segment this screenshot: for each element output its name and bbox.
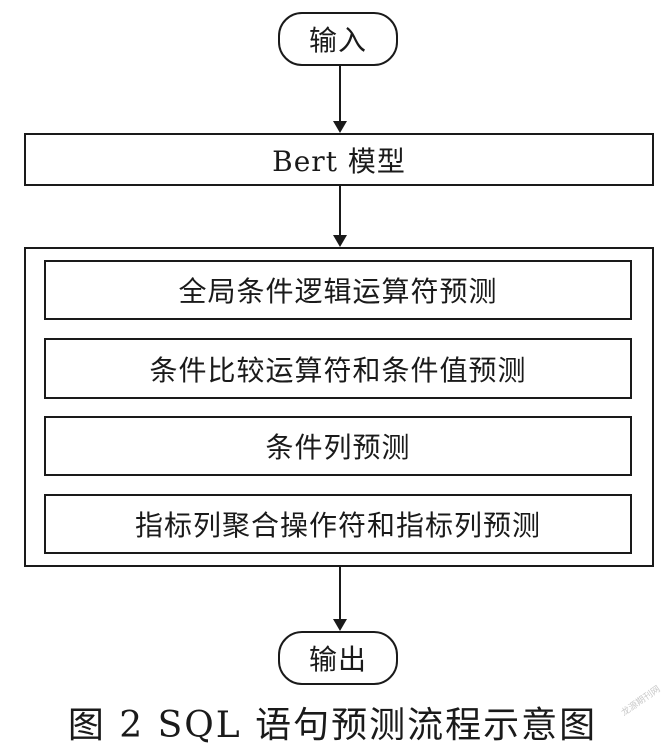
bert-model-box: Bert 模型 [24, 133, 654, 186]
input-terminal: 输入 [278, 12, 398, 66]
step-condition-column: 条件列预测 [44, 416, 632, 476]
output-terminal-label: 输出 [308, 643, 367, 676]
bert-model-label: Bert 模型 [272, 144, 406, 178]
figure-caption: 图 2 SQL 语句预测流程示意图 [67, 705, 598, 746]
input-terminal-label: 输入 [308, 24, 367, 57]
step-label: 条件列预测 [265, 431, 411, 464]
step-comparison-operator-and-value: 条件比较运算符和条件值预测 [44, 338, 632, 399]
step-aggregation-and-select-column: 指标列聚合操作符和指标列预测 [44, 494, 632, 554]
step-global-logic-operator: 全局条件逻辑运算符预测 [44, 260, 632, 320]
step-label: 指标列聚合操作符和指标列预测 [134, 509, 541, 542]
step-label: 条件比较运算符和条件值预测 [149, 353, 527, 387]
step-label: 全局条件逻辑运算符预测 [178, 275, 498, 308]
prediction-steps-container [24, 247, 654, 567]
output-terminal: 输出 [278, 631, 398, 685]
